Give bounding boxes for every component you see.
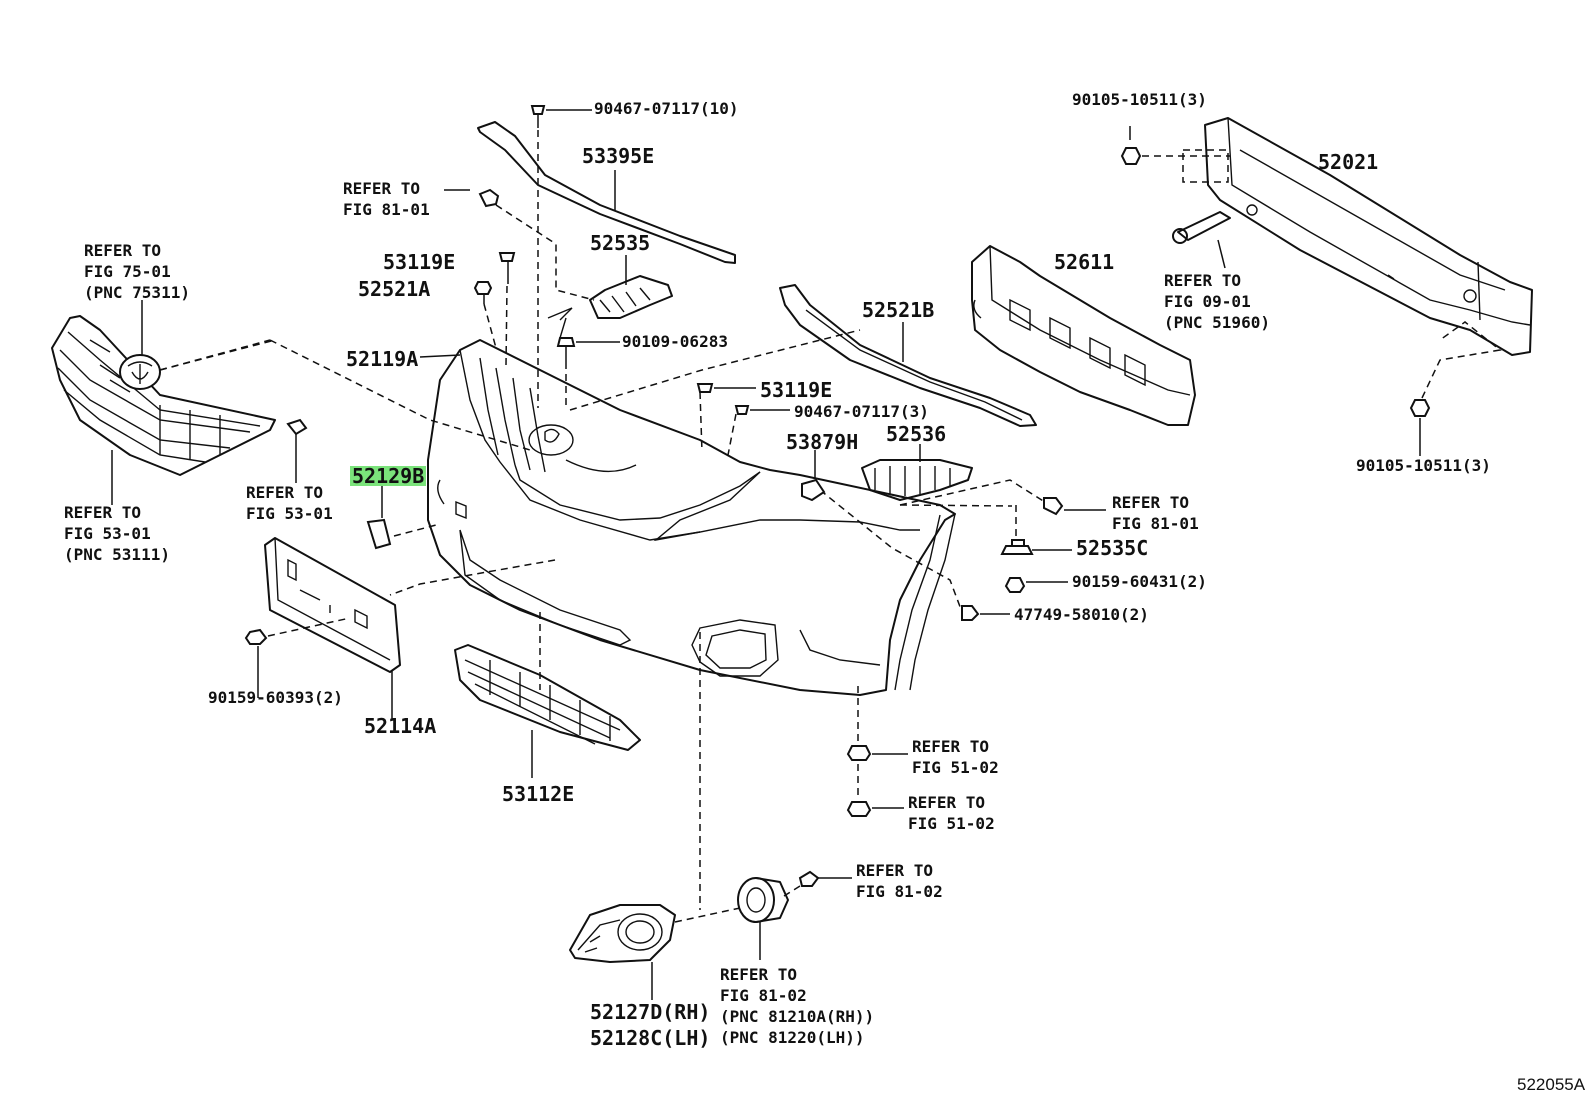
label-90105-10511-top: 90105-10511(3)	[1072, 90, 1207, 109]
clip-90467-07117-10	[530, 105, 592, 408]
label-ref-fig-53-01-a: REFER TO FIG 53-01	[246, 483, 333, 523]
label-ref-fig-09-01: REFER TO FIG 09-01 (PNC 51960)	[1164, 271, 1270, 332]
clip-ref-51-02-b	[846, 801, 904, 817]
label-90105-10511-bottom: 90105-10511(3)	[1356, 456, 1491, 475]
clip-ref-81-01-right	[1043, 497, 1106, 516]
label-53112E: 53112E	[502, 782, 575, 806]
clip-90467-07117-3	[734, 405, 790, 415]
lower-grille-53112E	[454, 644, 641, 778]
cap-52129B	[366, 484, 441, 550]
seal-53395E	[477, 121, 736, 264]
label-52535: 52535	[590, 231, 651, 255]
label-52521B: 52521B	[862, 298, 935, 322]
label-52521A: 52521A	[358, 277, 431, 301]
label-90159-60431-2: 90159-60431(2)	[1072, 572, 1207, 591]
label-ref-fig-75-01: REFER TO FIG 75-01 (PNC 75311)	[84, 241, 190, 302]
clip-53879H	[801, 450, 826, 502]
label-47749-58010-2: 47749-58010(2)	[1014, 605, 1149, 624]
label-ref-fig-53-01-b: REFER TO FIG 53-01 (PNC 53111)	[64, 503, 170, 564]
retainer-52521B	[779, 284, 1037, 427]
label-90467-07117-3: 90467-07117(3)	[794, 402, 929, 421]
label-53119E-left: 53119E	[383, 250, 456, 274]
license-bracket-52114A	[264, 537, 401, 720]
label-52611: 52611	[1054, 250, 1115, 274]
bumper-cover-52119A	[419, 307, 956, 696]
clip-ref-81-02-a	[783, 870, 852, 897]
label-52535C: 52535C	[1076, 536, 1149, 560]
label-52119A: 52119A	[346, 347, 419, 371]
assembly-lines-center	[159, 329, 1049, 910]
screw-47749-58010	[961, 605, 1010, 621]
fog-lamp-cover	[569, 904, 741, 1000]
screw-90109-06283	[556, 337, 620, 405]
bolt-90105-10511-top	[1120, 126, 1230, 183]
clip-53119E-mid	[696, 383, 756, 393]
radiator-grille	[51, 315, 276, 505]
label-90467-07117-10: 90467-07117(10)	[594, 99, 739, 118]
bumper-reinforcement-52021	[1204, 117, 1533, 356]
clip-ref-51-02-a	[846, 745, 908, 761]
bracket-52536	[861, 444, 973, 501]
label-52021: 52021	[1318, 150, 1379, 174]
bracket-52535	[589, 255, 673, 319]
emblem	[119, 300, 276, 390]
label-52128C-LH: 52128C(LH)	[590, 1026, 711, 1050]
label-52127D-RH: 52127D(RH)	[590, 1000, 711, 1024]
clip-52521A	[473, 281, 497, 349]
tow-hook-cover	[1172, 211, 1231, 269]
label-52536: 52536	[886, 422, 947, 446]
clip-ref-53-01-a	[286, 418, 308, 483]
label-90159-60393-2: 90159-60393(2)	[208, 688, 343, 707]
bolt-90105-10511-bottom	[1409, 321, 1502, 456]
label-ref-fig-81-01-top: REFER TO FIG 81-01	[343, 179, 430, 219]
clip-53119E-left	[498, 252, 516, 366]
energy-absorber-52611	[971, 245, 1196, 426]
label-52129B: 52129B	[350, 464, 427, 488]
label-ref-fig-51-02-b: REFER TO FIG 51-02	[908, 793, 995, 833]
screw-90159-60393	[244, 617, 351, 698]
label-90109-06283: 90109-06283	[622, 332, 728, 351]
label-ref-fig-81-01-right: REFER TO FIG 81-01	[1112, 493, 1199, 533]
fog-lamp-socket	[737, 877, 789, 960]
label-53395E: 53395E	[582, 144, 655, 168]
label-52114A: 52114A	[364, 714, 437, 738]
screw-90159-60431	[1004, 577, 1068, 593]
label-53119E-mid: 53119E	[760, 378, 833, 402]
clip-ref-81-01-top	[444, 188, 595, 301]
label-ref-fig-51-02-a: REFER TO FIG 51-02	[912, 737, 999, 777]
label-ref-fig-81-02-b: REFER TO FIG 81-02 (PNC 81210A(RH)) (PNC…	[720, 965, 875, 1047]
figure-id: 522055A	[1517, 1075, 1586, 1094]
nut-52535C	[1000, 539, 1072, 555]
label-ref-fig-81-02-a: REFER TO FIG 81-02	[856, 861, 943, 901]
label-53879H: 53879H	[786, 430, 859, 454]
